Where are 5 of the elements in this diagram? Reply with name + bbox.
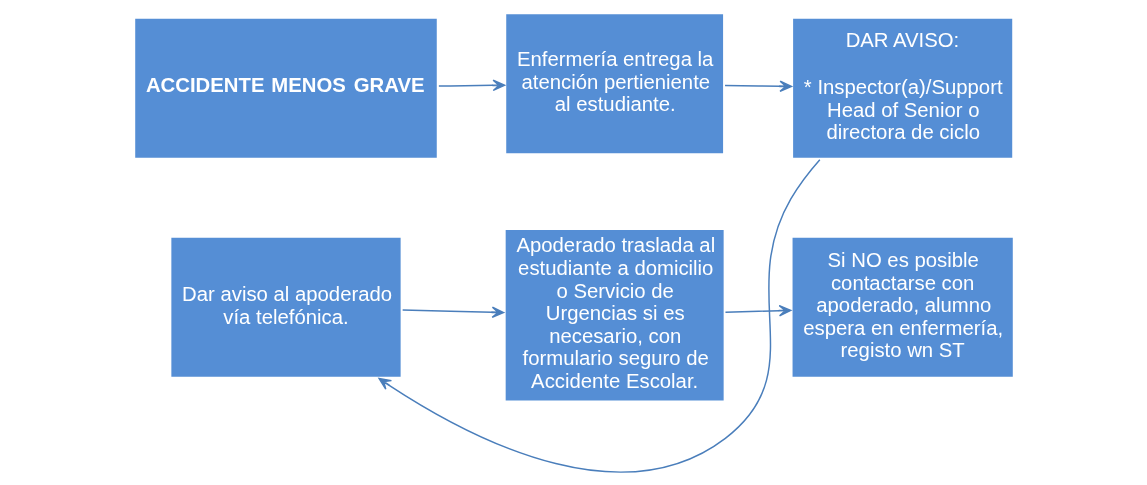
arrow — [723, 80, 792, 93]
arrow — [377, 158, 821, 473]
arrow — [401, 306, 504, 319]
arrow — [724, 304, 791, 317]
arrow — [437, 79, 505, 92]
